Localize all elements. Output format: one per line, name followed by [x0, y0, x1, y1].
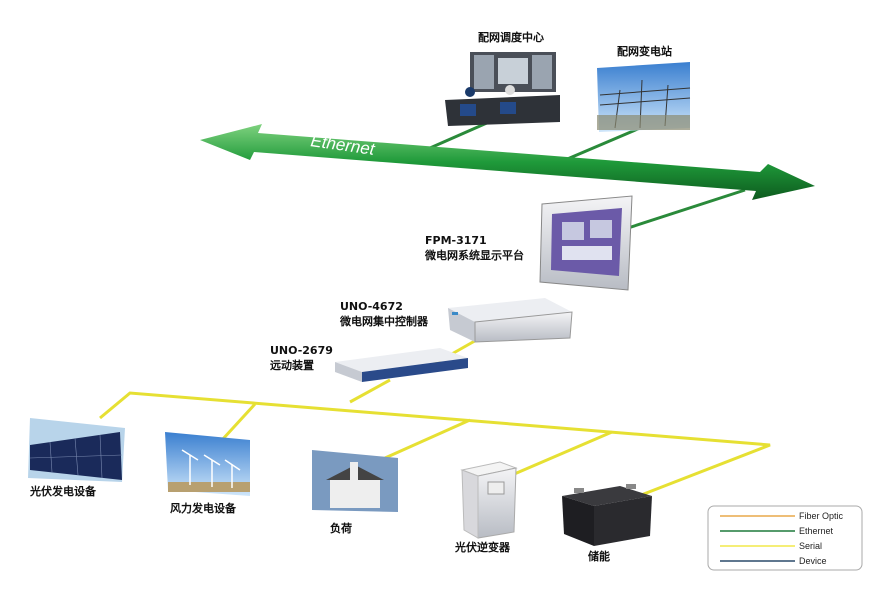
serial-links	[99, 336, 771, 499]
uno-2679-model: UNO-2679	[270, 344, 333, 357]
wind-label: 风力发电设备	[170, 501, 237, 515]
inverter-image	[460, 461, 518, 539]
legend: Fiber Optic Ethernet Serial Device	[707, 505, 863, 571]
substation-image	[597, 62, 691, 132]
legend-device: Device	[799, 556, 827, 566]
solar-image	[28, 418, 125, 482]
storage-label: 储能	[588, 549, 610, 563]
uno-4672-model: UNO-4672	[340, 300, 403, 313]
fpm-3171-name: 微电网系统显示平台	[424, 248, 524, 262]
load-label: 负荷	[330, 521, 352, 535]
battery-image	[562, 484, 652, 546]
dispatch-center-label: 配网调度中心	[478, 30, 544, 44]
fpm-3171-model: FPM-3171	[425, 234, 487, 247]
legend-fiber-optic: Fiber Optic	[799, 511, 844, 521]
load-image	[312, 450, 398, 512]
uno-4672-name: 微电网集中控制器	[339, 314, 429, 328]
dispatch-center-image	[445, 52, 560, 126]
fpm-3171-panel	[539, 195, 633, 291]
substation-label: 配网变电站	[617, 44, 672, 58]
solar-label: 光伏发电设备	[29, 484, 97, 498]
wind-image	[165, 432, 250, 496]
uno-2679-rtu	[335, 348, 468, 382]
ethernet-bus-arrow: Ethernet	[200, 124, 815, 200]
legend-serial: Serial	[799, 541, 822, 551]
uno-4672-controller	[448, 298, 573, 343]
uno-2679-name: 远动装置	[270, 358, 314, 372]
legend-ethernet: Ethernet	[799, 526, 834, 536]
inverter-label: 光伏逆变器	[454, 540, 511, 554]
